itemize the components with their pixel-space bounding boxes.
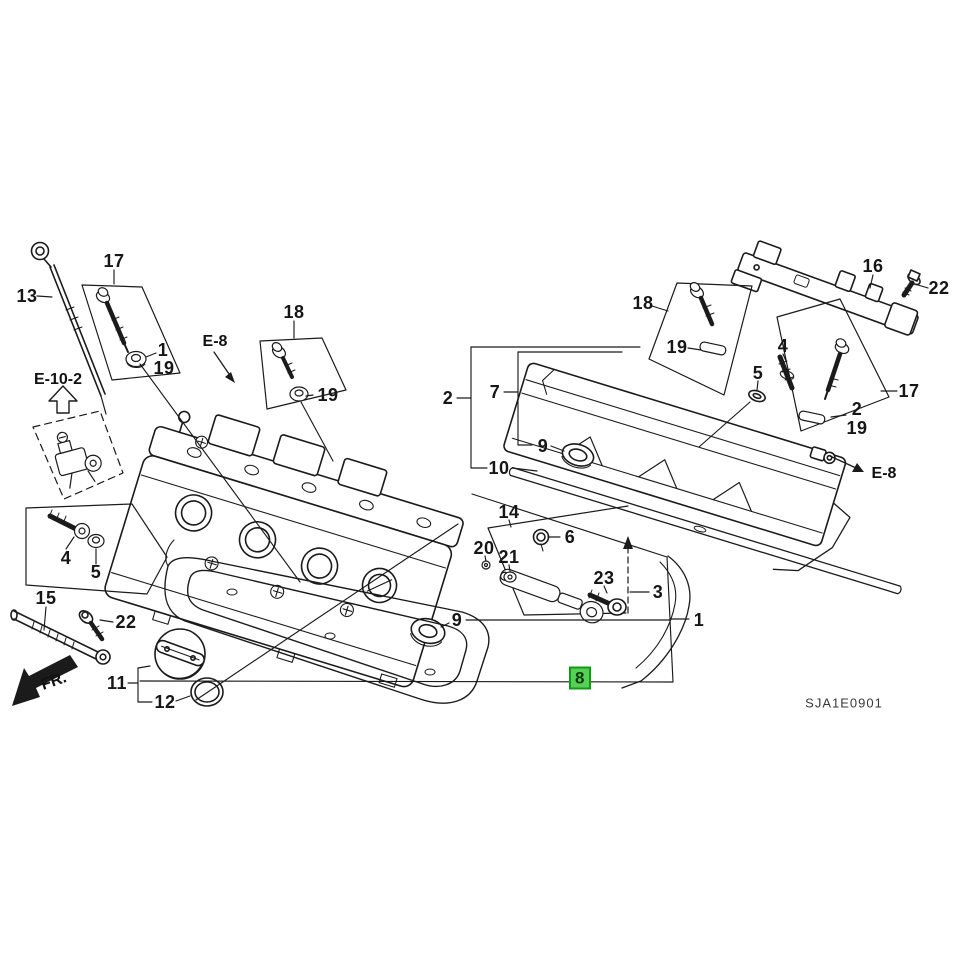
washer-5-right	[747, 388, 766, 403]
part-label[interactable]: 17	[898, 381, 920, 401]
part-label[interactable]: 5	[90, 562, 102, 582]
part-label[interactable]: 19	[153, 358, 175, 378]
part-label[interactable]: 7	[489, 382, 501, 402]
box-17-left	[82, 285, 180, 380]
part-label[interactable]: 18	[283, 302, 305, 322]
dipstick-13	[32, 243, 107, 415]
harness-bracket-16	[731, 236, 924, 346]
spool-valve-box-14	[482, 506, 628, 626]
part-label[interactable]: 4	[60, 548, 72, 568]
bolt-23	[589, 590, 626, 615]
plug-tube-openings	[167, 490, 346, 588]
diagram-code: SJA1E0901	[805, 695, 883, 711]
e10-2-up-arrow	[49, 386, 77, 413]
part-label[interactable]: 1	[157, 340, 169, 360]
ref-box-e10-2	[33, 411, 123, 499]
ref-label: E-8	[871, 465, 897, 482]
part-label[interactable]: 11	[106, 673, 128, 693]
bolt-22-left	[77, 608, 103, 639]
bolt-22-right	[903, 270, 922, 295]
fr-direction-arrow	[12, 655, 78, 706]
part-label[interactable]: 2	[442, 388, 454, 408]
part-label[interactable]: 4	[777, 336, 789, 356]
part-label[interactable]: 3	[652, 582, 664, 602]
box-18-right	[649, 281, 752, 395]
part-label-highlighted[interactable]: 8	[569, 666, 591, 690]
rear-cover-drawing	[492, 360, 933, 607]
box-17-right	[777, 299, 889, 431]
part-label[interactable]: 9	[537, 436, 549, 456]
stud-4-right	[779, 357, 795, 388]
part-label[interactable]: 19	[666, 337, 688, 357]
leader-lines	[37, 270, 928, 702]
e8-arrow-right	[830, 456, 864, 472]
rear-cover-corner-piece	[622, 556, 690, 688]
part-label[interactable]: 2	[851, 399, 863, 419]
box-4-5-left	[26, 504, 167, 594]
part-label[interactable]: 17	[103, 251, 125, 271]
part-label[interactable]: 19	[317, 385, 339, 405]
part-label[interactable]: 19	[846, 418, 868, 438]
part-label[interactable]: 16	[862, 256, 884, 276]
part-label[interactable]: 22	[928, 278, 950, 298]
part-label[interactable]: 14	[498, 502, 520, 522]
part-label[interactable]: 1	[693, 610, 705, 630]
ref-label: E-10-2	[33, 371, 83, 388]
box-18-center	[260, 338, 346, 409]
part-label[interactable]: 9	[451, 610, 463, 630]
part-label[interactable]: 13	[16, 286, 38, 306]
ref-label: E-8	[202, 333, 228, 350]
part-label[interactable]: 12	[154, 692, 176, 712]
part-label[interactable]: 6	[564, 527, 576, 547]
part-label[interactable]: 15	[35, 588, 57, 608]
ref-label: FR.	[38, 669, 69, 694]
rear-gasket-strip-10	[509, 467, 902, 594]
oil-cap-11	[155, 629, 206, 679]
gasket-8-drawing	[165, 540, 489, 703]
part-label[interactable]: 20	[473, 538, 495, 558]
pipe-15	[11, 610, 110, 664]
part-label[interactable]: 18	[632, 293, 654, 313]
part-label[interactable]: 21	[498, 547, 520, 567]
part-label[interactable]: 23	[593, 568, 615, 588]
part-label[interactable]: 5	[752, 363, 764, 383]
e8-arrow-left	[214, 352, 235, 383]
part-label[interactable]: 22	[115, 612, 137, 632]
part-label[interactable]: 10	[488, 458, 510, 478]
front-seal-9	[408, 615, 448, 650]
